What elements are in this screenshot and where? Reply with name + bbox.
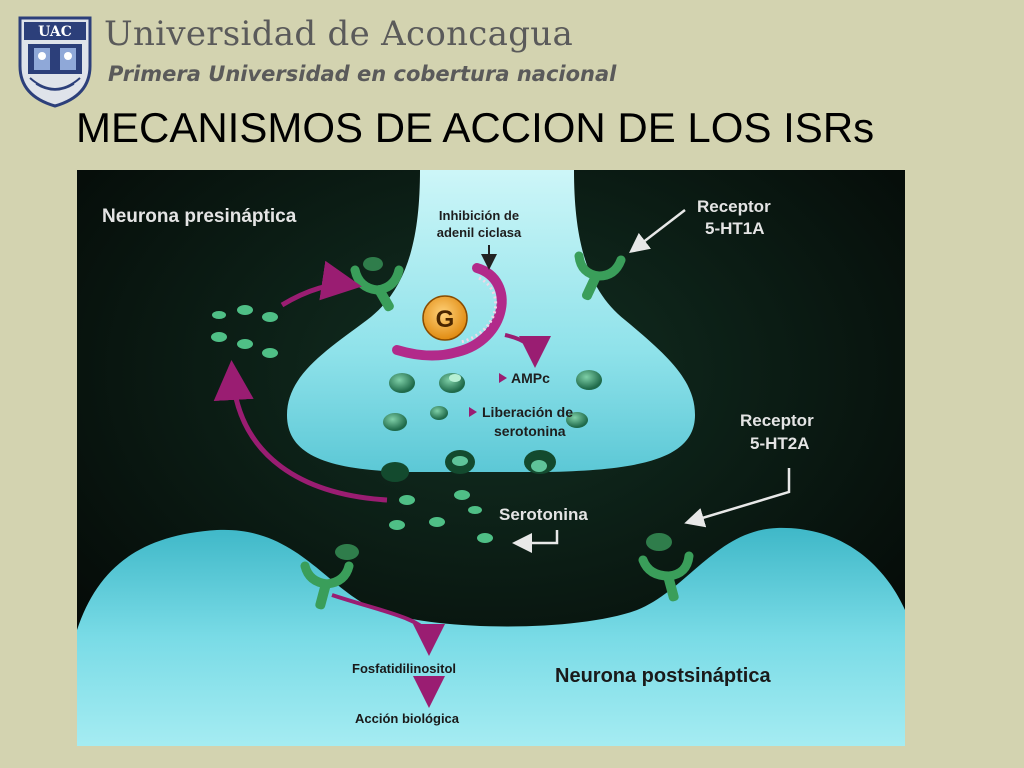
serotonin-label: Serotonina xyxy=(499,505,588,524)
receptor-5ht1a-label-line2: 5-HT1A xyxy=(705,219,765,238)
svg-text:UAC: UAC xyxy=(38,24,72,40)
ampc-arrow xyxy=(504,333,551,368)
receptor-5ht2a xyxy=(638,533,694,602)
adenylyl-cyclase-arc xyxy=(392,263,507,361)
reuptake-arrow xyxy=(213,360,388,503)
postsynaptic-neuron xyxy=(77,527,905,746)
signaling-arrow xyxy=(331,593,445,656)
presynaptic-neuron-label: Neurona presináptica xyxy=(102,206,297,227)
ampc-label: AMPc xyxy=(511,370,550,386)
release-bullet-icon xyxy=(469,407,477,417)
synaptic-vesicles xyxy=(381,370,602,482)
postsynaptic-receptor-left xyxy=(300,544,359,610)
university-tagline: Primera Universidad en cobertura naciona… xyxy=(108,62,617,86)
phosphatidylinositol-label: Fosfatidilinositol xyxy=(352,661,456,676)
serotonin-pointer xyxy=(512,530,559,553)
synapse-diagram: G xyxy=(77,170,905,746)
ampc-bullet-icon xyxy=(499,373,507,383)
slide-title: MECANISMOS DE ACCION DE LOS ISRs xyxy=(76,104,875,151)
biological-action-label: Acción biológica xyxy=(355,711,460,726)
autoreceptor-arrow xyxy=(280,260,362,308)
postsynaptic-neuron-label: Neurona postsináptica xyxy=(555,665,771,687)
receptor-5ht1a-pointer xyxy=(629,209,686,254)
release-label-line1: Liberación de xyxy=(482,404,573,420)
release-label-line2: serotonina xyxy=(494,423,566,439)
g-protein-icon xyxy=(422,295,468,341)
inhibition-label-line1: Inhibición de xyxy=(439,208,519,223)
serotonin-molecules xyxy=(211,305,493,543)
receptor-5ht1a-label-line1: Receptor xyxy=(697,197,771,216)
receptor-5ht2a-label-line1: Receptor xyxy=(740,411,814,430)
university-logo: UAC xyxy=(14,14,96,108)
receptor-5ht1a xyxy=(574,251,626,301)
receptor-5ht2a-label-line2: 5-HT2A xyxy=(750,434,810,453)
university-name: Universidad de Aconcagua xyxy=(104,14,574,54)
inhibition-label-line2: adenil ciclasa xyxy=(437,225,522,240)
receptor-5ht2a-pointer xyxy=(684,468,791,528)
g-protein-label: G xyxy=(436,306,455,333)
